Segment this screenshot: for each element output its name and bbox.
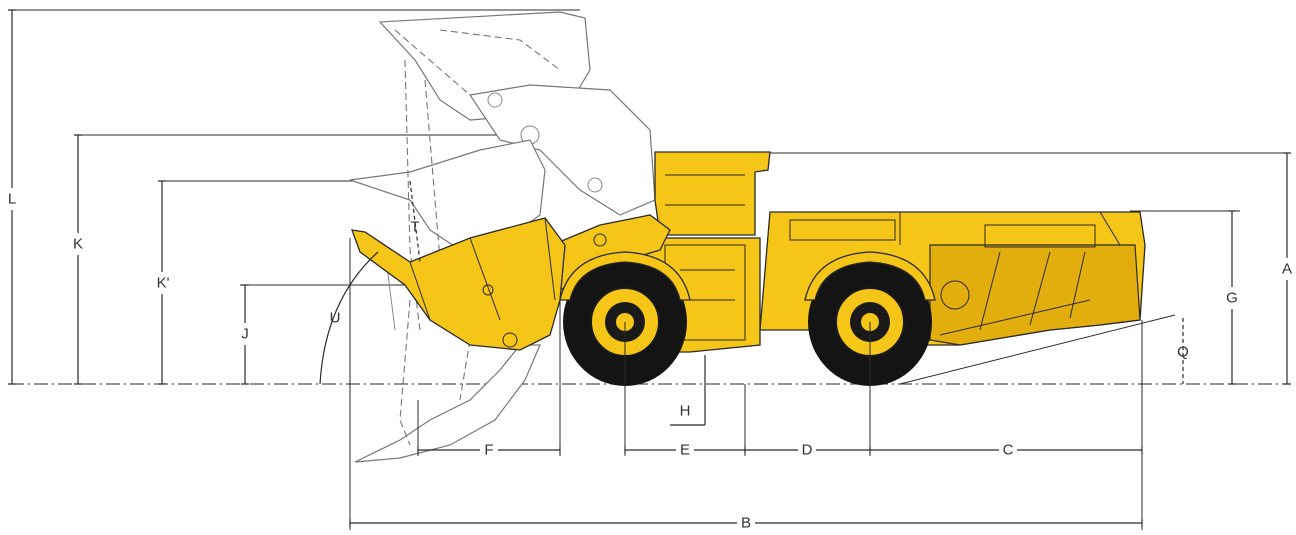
rear-badge bbox=[940, 280, 970, 310]
label-E: E bbox=[680, 442, 690, 459]
label-A: A bbox=[1282, 261, 1292, 278]
label-J: J bbox=[241, 326, 249, 343]
label-D: D bbox=[802, 442, 813, 459]
label-U: U bbox=[330, 310, 341, 327]
label-T: T bbox=[410, 219, 419, 236]
operator-compartment bbox=[654, 151, 771, 236]
label-Q: Q bbox=[1177, 344, 1189, 361]
label-L: L bbox=[8, 191, 16, 208]
label-C: C bbox=[1003, 442, 1014, 459]
label-B: B bbox=[741, 515, 751, 532]
dimension-labels: L K K' J A G Q T U H F E D C B bbox=[4, 188, 1295, 534]
departure-angle-line bbox=[899, 314, 1176, 385]
label-F: F bbox=[484, 442, 493, 459]
label-K-prime: K' bbox=[157, 275, 170, 292]
label-H: H bbox=[680, 403, 691, 420]
label-K: K bbox=[73, 236, 83, 253]
raised-bucket-ghost bbox=[349, 11, 656, 463]
loader-machine bbox=[351, 151, 1146, 386]
label-G: G bbox=[1226, 290, 1238, 307]
